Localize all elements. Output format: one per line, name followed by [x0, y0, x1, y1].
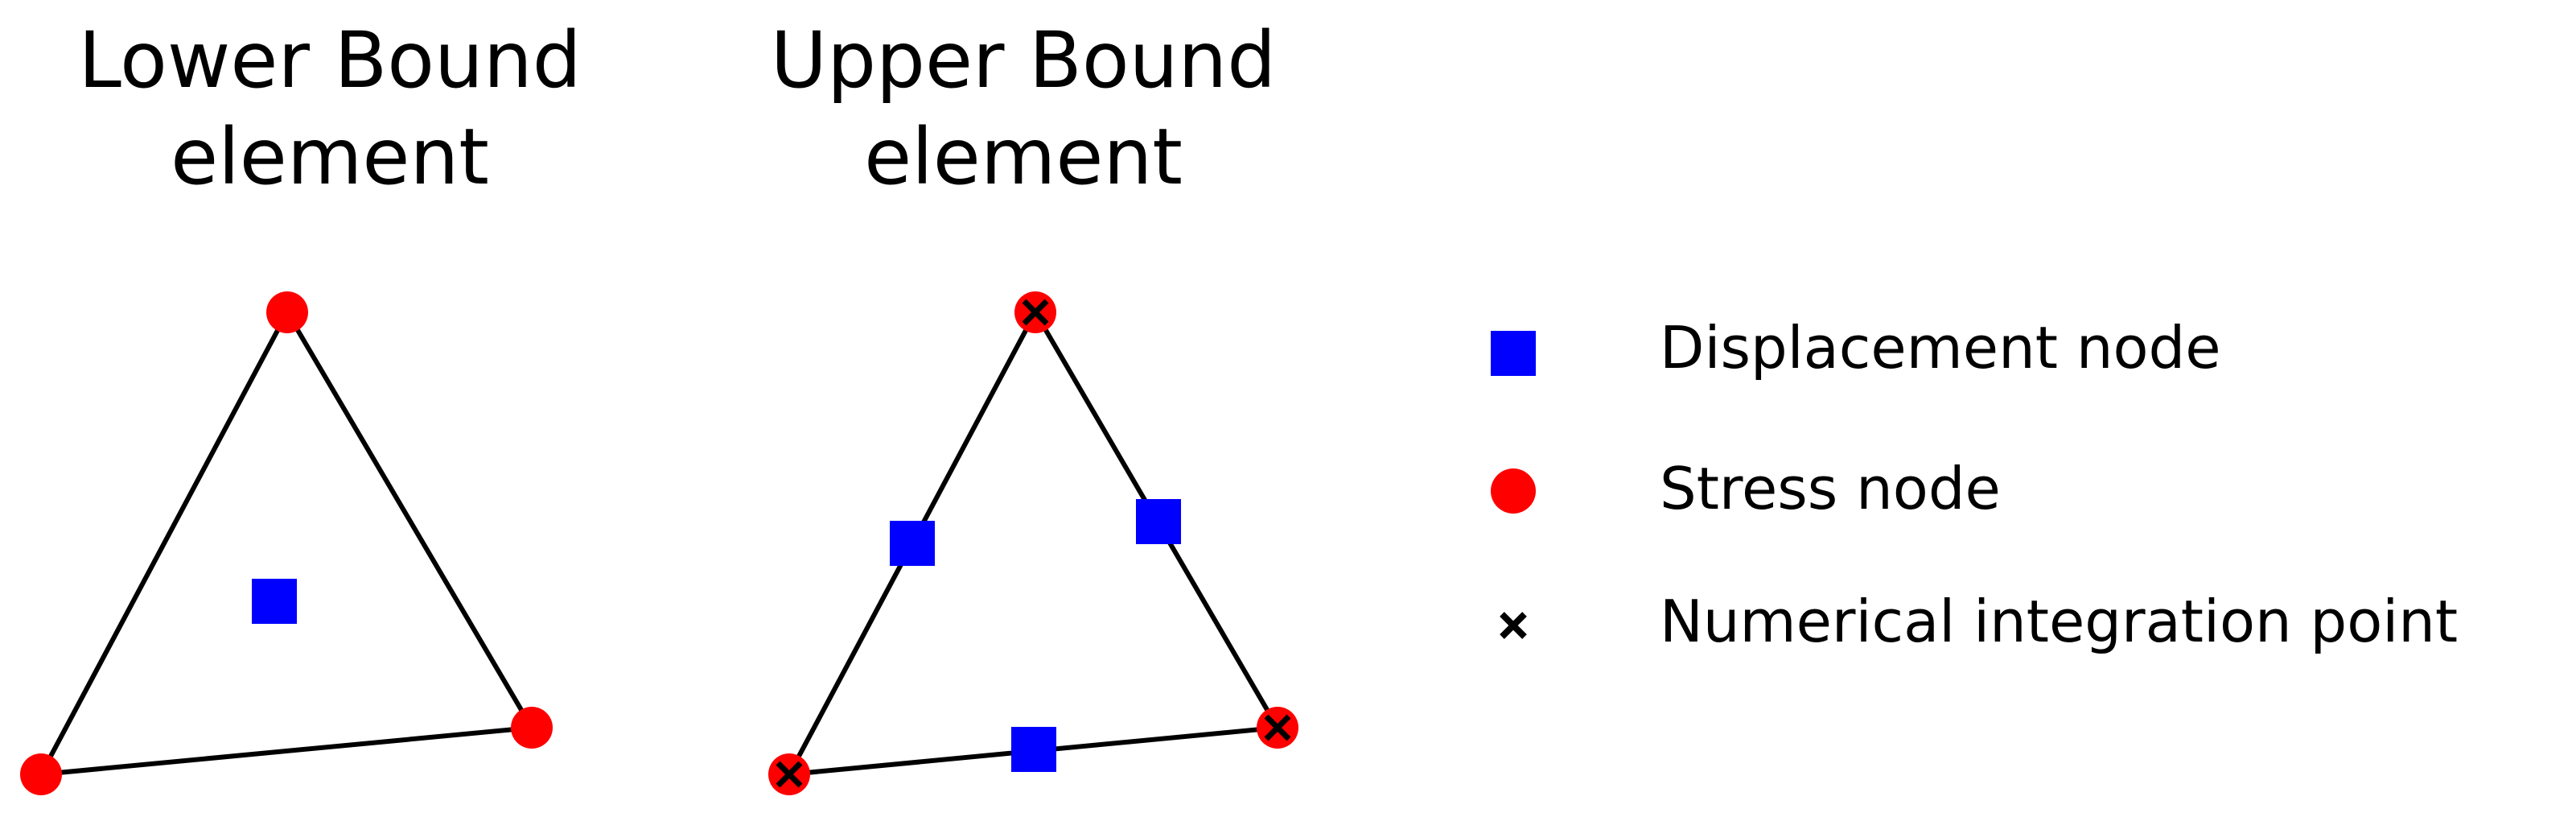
- displacement-node: [890, 521, 935, 566]
- upper-bound-element: [768, 291, 1298, 795]
- displacement-node: [252, 579, 297, 624]
- integration-point-cross-icon: [776, 761, 803, 788]
- lower-bound-triangle: [36, 307, 536, 778]
- upper-bound-triangle: [784, 307, 1282, 778]
- displacement-node: [1011, 727, 1056, 772]
- stress-node: [266, 291, 308, 333]
- legend-label-stress: Stress node: [1660, 455, 2001, 522]
- integration-point-cross-icon: [1022, 299, 1049, 326]
- lower-bound-title-line2: element: [171, 112, 489, 202]
- lower-bound-element: [20, 291, 553, 795]
- legend: Displacement node Stress node Numerical …: [1491, 314, 2458, 655]
- legend-stress-circle-icon: [1491, 468, 1536, 514]
- upper-bound-title-line2: element: [864, 112, 1183, 202]
- stress-node: [20, 753, 62, 795]
- displacement-node: [1136, 499, 1181, 544]
- legend-label-displacement: Displacement node: [1660, 314, 2221, 382]
- legend-displacement-square-icon: [1491, 331, 1536, 376]
- upper-bound-title-line1: Upper Bound: [771, 15, 1276, 105]
- stress-node: [511, 707, 553, 749]
- integration-point-cross-icon: [1264, 714, 1291, 741]
- lower-bound-title-line1: Lower Bound: [78, 15, 581, 105]
- legend-label-integration: Numerical integration point: [1660, 588, 2458, 655]
- legend-cross-icon: [1500, 612, 1527, 639]
